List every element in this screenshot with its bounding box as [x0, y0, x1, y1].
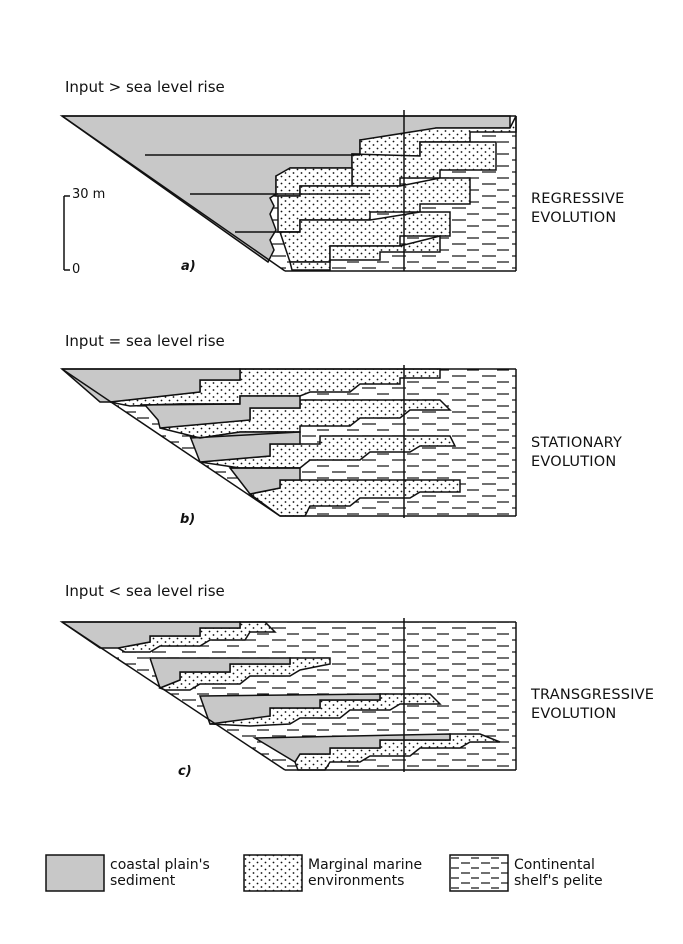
legend-swatch-shelf-pelite [449, 854, 509, 892]
legend-shelf-pelite-line1: Continental [514, 857, 595, 873]
panel-a-evolution-line2: EVOLUTION [531, 210, 617, 226]
panel-c-title: Input < sea level rise [65, 582, 225, 600]
panel-b [59, 365, 517, 518]
panel-c-evolution-line1: TRANSGRESSIVE [531, 687, 655, 703]
scale-bottom-label: 0 [72, 262, 81, 277]
panel-a [59, 110, 517, 272]
legend-swatch-coastal-plain [45, 854, 105, 892]
panel-c-evolution-label: TRANSGRESSIVE EVOLUTION [531, 686, 654, 724]
legend-shelf-pelite-line2: shelf's pelite [514, 873, 603, 889]
panel-b-sublabel: b) [180, 512, 196, 527]
legend-label-marginal-marine: Marginal marine environments [308, 857, 422, 889]
legend-coastal-plain-line1: coastal plain's [110, 857, 210, 873]
panel-c-coastal-plain [59, 621, 451, 764]
panel-c [59, 618, 517, 772]
panel-a-marginal-marine [275, 115, 517, 271]
legend-marginal-marine-line1: Marginal marine [308, 857, 423, 873]
legend-marginal-marine-line2: environments [308, 873, 405, 889]
legend-label-shelf-pelite: Continental shelf's pelite [514, 857, 603, 889]
panel-a-sublabel: a) [181, 259, 196, 274]
scale-top-label: 30 m [72, 187, 106, 202]
legend-label-coastal-plain: coastal plain's sediment [110, 857, 210, 889]
panel-b-title: Input = sea level rise [65, 332, 225, 350]
panel-b-evolution-label: STATIONARY EVOLUTION [531, 434, 622, 472]
panel-b-evolution-line2: EVOLUTION [531, 454, 617, 470]
panel-a-title: Input > sea level rise [65, 78, 225, 96]
panel-b-evolution-line1: STATIONARY [531, 435, 623, 451]
panel-c-sublabel: c) [178, 764, 192, 779]
legend [45, 854, 509, 892]
legend-swatch-marginal-marine [243, 854, 303, 892]
panel-a-evolution-line1: REGRESSIVE [531, 191, 625, 207]
scale-bar [63, 195, 70, 271]
legend-coastal-plain-line2: sediment [110, 873, 176, 889]
panel-a-evolution-label: REGRESSIVE EVOLUTION [531, 190, 624, 228]
panel-c-evolution-line2: EVOLUTION [531, 706, 617, 722]
